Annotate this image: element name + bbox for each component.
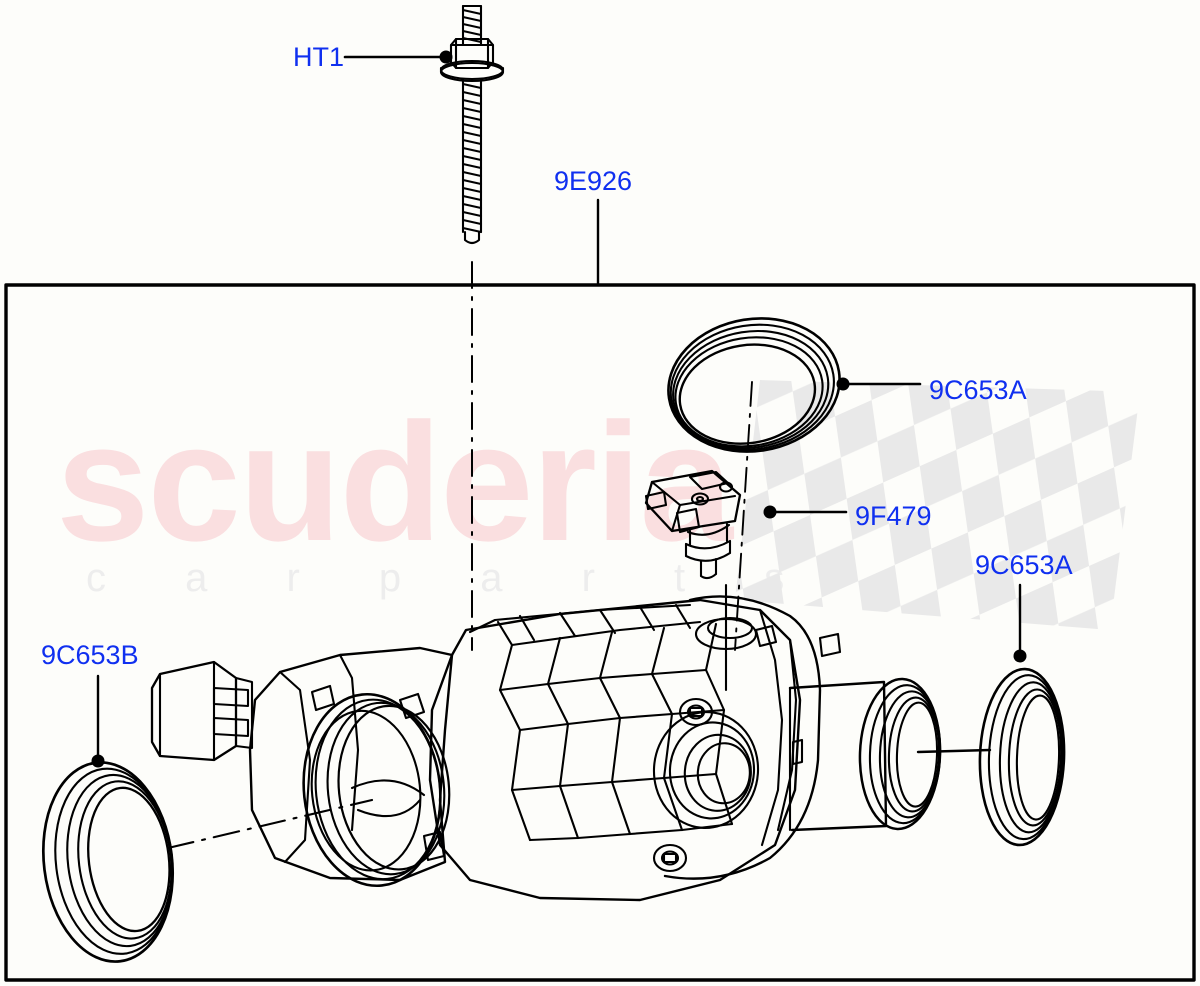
- part-label-9c653a-upper[interactable]: 9C653A: [929, 375, 1027, 405]
- c653a-right-leader: [1013, 583, 1027, 663]
- c653b-leader: [91, 674, 105, 768]
- c653a-upper-leader: [836, 377, 922, 391]
- pressure-sensor-art: [644, 469, 742, 580]
- seal-ring-inlet-art: [41, 761, 175, 963]
- diagram-border: [4, 283, 1196, 982]
- throttle-body-art: [150, 595, 888, 902]
- upper-seal-centerline: [734, 381, 753, 651]
- part-label-9c653a-outlet[interactable]: 9C653A: [975, 550, 1073, 580]
- seal-ring-outlet-art: [978, 667, 1066, 847]
- f479-leader: [763, 505, 848, 519]
- part-label-9e926[interactable]: 9E926: [554, 166, 633, 196]
- outlet-seal-alignment: [916, 748, 992, 754]
- seal-ring-upper-art: [667, 317, 841, 453]
- seal-on-outlet-tube: [858, 677, 942, 831]
- flange-head-bolt-art: [439, 4, 505, 245]
- ht1-leader: [343, 50, 453, 64]
- part-label-9f479[interactable]: 9F479: [855, 501, 932, 531]
- part-label-9c653b[interactable]: 9C653B: [41, 640, 139, 670]
- inlet-seal-assembly-line: [166, 798, 374, 850]
- part-label-ht1[interactable]: HT1: [293, 42, 345, 72]
